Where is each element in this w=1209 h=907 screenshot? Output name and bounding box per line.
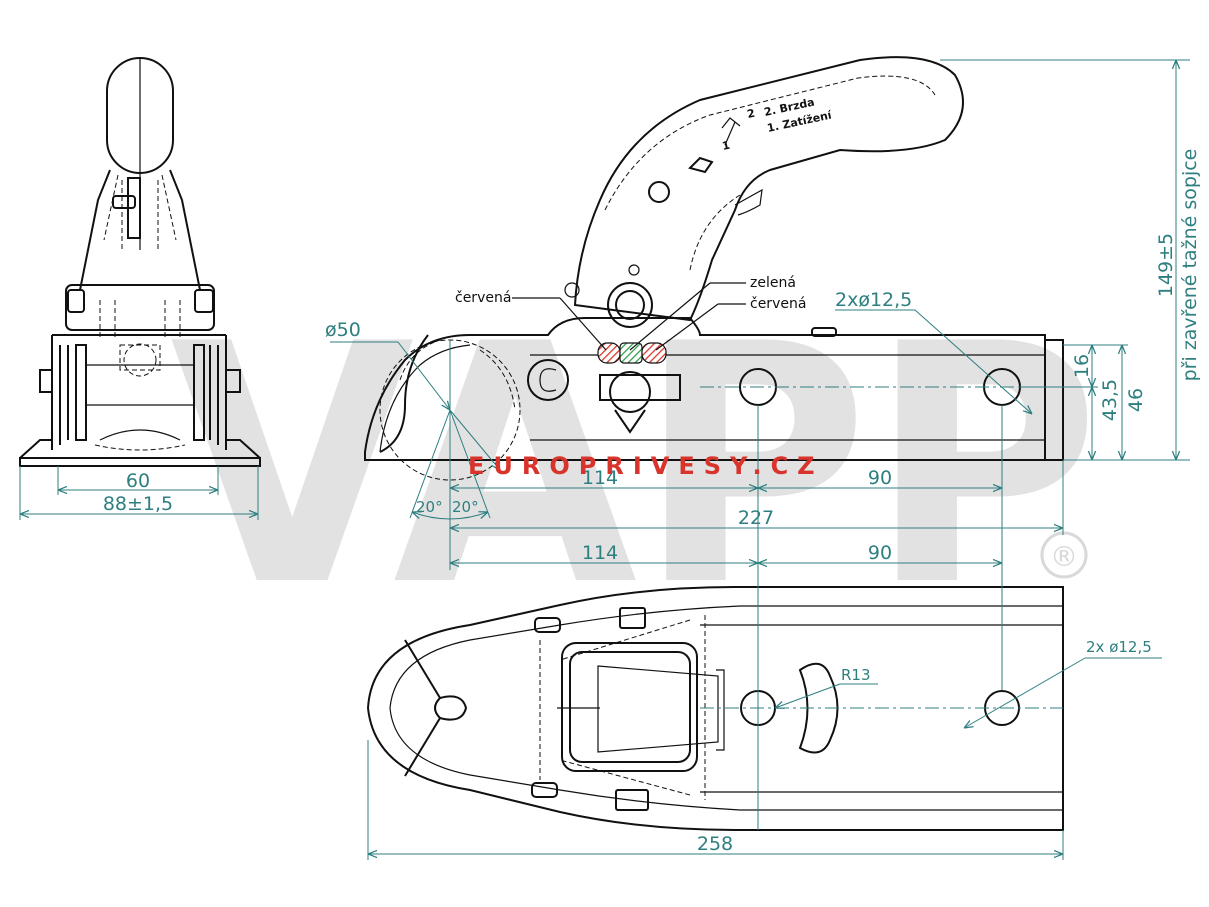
top-handle: [561, 642, 698, 772]
dim-114-mid: 114: [582, 542, 618, 564]
red-marker-right: [641, 342, 667, 364]
dim-ball-dia: ø50: [325, 319, 361, 341]
dim-46: 46: [1125, 388, 1147, 412]
dim-r13: R13: [841, 666, 871, 684]
dim-90-mid: 90: [868, 542, 892, 564]
label-cervena-right: červená: [750, 296, 806, 312]
dim-258: 258: [697, 833, 733, 855]
slot-r13: [798, 662, 839, 754]
dim-90-side: 90: [868, 467, 892, 489]
dim-43-5: 43,5: [1099, 379, 1121, 421]
rotation-arrow-icon: [721, 117, 741, 146]
dim-holes-side: 2xø12,5: [835, 289, 912, 311]
label-cervena-left: červená: [455, 290, 511, 306]
dim-114-side: 114: [582, 467, 618, 489]
red-marker-left: [597, 342, 621, 364]
top-body: [366, 586, 1064, 831]
dim-149-note: při zavřené tažné sopjce: [1179, 149, 1201, 382]
dim-16: 16: [1071, 354, 1093, 378]
angle-right: 20°: [452, 498, 479, 516]
front-dimensions: 60 88±1,5: [19, 466, 259, 520]
label-zelena: zelená: [750, 275, 796, 291]
registered-glyph: ®: [1050, 540, 1078, 573]
green-marker: [619, 342, 643, 364]
lock-key-icon: [688, 156, 714, 174]
registered-mark-icon: [1040, 531, 1088, 579]
step-2: 2: [746, 107, 756, 121]
step-1: 1: [721, 139, 731, 153]
front-view: [19, 57, 261, 467]
watermark-brand: VAPP: [170, 274, 1100, 658]
website-watermark: EUROPRIVESY.CZ: [468, 452, 824, 480]
dim-227: 227: [738, 507, 774, 529]
marker-labels: červená zelená červená: [455, 275, 806, 351]
angle-left: 20°: [416, 498, 443, 516]
side-dimensions: 114 90 227 114 90 ø50 20° 20° 2xø12,5 16…: [325, 59, 1201, 570]
top-dimensions: 258 R13 2x ø12,5: [367, 570, 1162, 860]
handle-sides: [79, 169, 201, 291]
dim-149: 149±5: [1155, 233, 1177, 297]
dim-holes-top: 2x ø12,5: [1086, 638, 1152, 656]
dim-width-88: 88±1,5: [103, 493, 173, 515]
watermark: VAPP ®: [170, 274, 1100, 658]
dim-width-60: 60: [126, 470, 150, 492]
